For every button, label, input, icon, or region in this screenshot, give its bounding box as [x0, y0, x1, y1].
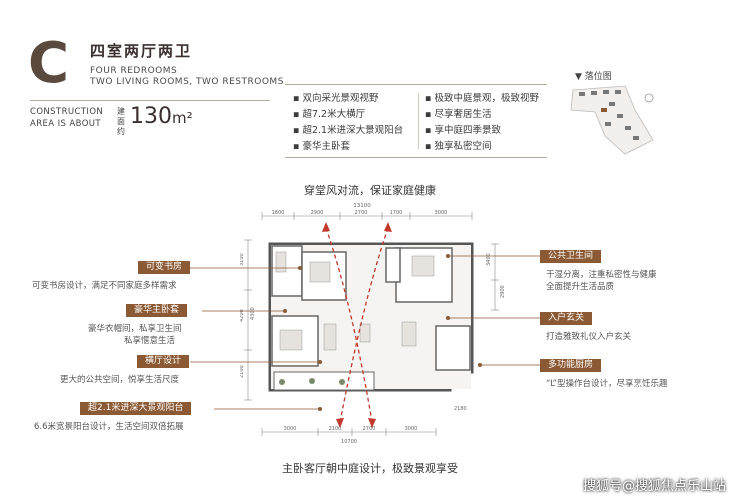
bed-2 [411, 255, 435, 277]
dim-top-3: 2700 [355, 210, 368, 216]
watermark: 搜狐号@搜狐焦点乐山站 [582, 479, 726, 494]
dim-bottom-4: 3000 [405, 426, 418, 432]
desc-balcony: 6.6米宽景阳台设计，生活空间双倍拓展 [34, 422, 184, 432]
feature-right-4: ▪ 独享私密空间 [425, 141, 492, 152]
airflow-arrowheads [322, 222, 392, 428]
public-bathroom [385, 247, 401, 283]
floor-plan: 13100 1800 2900 2700 1700 3000 3000 2100… [240, 203, 506, 445]
top-dimension-line [261, 212, 473, 220]
headline-ventilation: 穿堂风对流，保证家庭健康 [304, 184, 436, 197]
feature-left-3: ▪ 超2.1米进深大景观阳台 [293, 125, 404, 136]
dim-bottom-total: 10700 [341, 439, 357, 445]
bed-1 [309, 261, 331, 283]
feature-right-2: ▪ 尽享奢居生活 [425, 109, 492, 120]
dim-right-2: 2900 [500, 285, 506, 298]
desc-foyer: 打造雅致礼仪入户玄关 [546, 332, 632, 342]
construction-area-label: CONSTRUCTION AREA IS ABOUT [30, 106, 103, 130]
dim-top-5: 3000 [435, 210, 448, 216]
study-desk [275, 251, 287, 273]
dim-left-4: 4300 [250, 307, 256, 320]
feature-list: ▪ 双向采光景观视野 ▪ 超7.2米大横厅 ▪ 超2.1米进深大景观阳台 ▪ 豪… [285, 84, 547, 158]
feature-divider [418, 93, 419, 149]
dim-bottom-3: 2700 [363, 426, 376, 432]
area-value: 130m² [130, 104, 193, 129]
key-plan-map [570, 85, 654, 155]
feature-left-2: ▪ 超7.2米大横厅 [293, 109, 366, 120]
kitchen [435, 325, 471, 371]
tag-master-suite: 豪华主卧套 [126, 304, 188, 317]
dim-bottom-2: 2100 [329, 426, 342, 432]
desc-study: 可变书房设计，满足不同家庭多样需求 [32, 281, 177, 291]
headline-view: 主卧客厅朝中庭设计，极致景观享受 [282, 462, 458, 475]
feature-right-1: ▪ 极致中庭景观，极致视野 [425, 93, 539, 104]
plan-subtitle-line1: FOUR REDROOMS [90, 66, 178, 76]
plan-title: 四室两厅两卫 [90, 42, 193, 60]
plan-type-letter: C [28, 31, 70, 96]
dim-top-4: 1700 [390, 210, 403, 216]
dim-right-1: 3400 [486, 253, 492, 266]
dim-top-1: 1800 [272, 210, 285, 216]
dining-table [401, 321, 417, 347]
desc-kitchen: “L”型操作台设计，尽享烹饪乐趣 [546, 379, 668, 389]
bed-master [279, 329, 303, 351]
header-divider [30, 100, 270, 101]
dim-bottom-1: 3000 [284, 426, 297, 432]
bottom-dimension-line [261, 428, 437, 436]
desc-bathroom-1: 干湿分离，注重私密性与健康 [546, 270, 657, 280]
tag-balcony: 超2.1米进深大景观阳台 [80, 402, 192, 415]
tag-study: 可变书房 [138, 261, 191, 274]
balcony [273, 371, 375, 391]
dim-balcony: 2180 [454, 406, 467, 412]
left-dimension-line [244, 239, 252, 401]
right-dimension-line [491, 243, 499, 311]
dim-top-total: 13100 [353, 203, 371, 209]
dim-left-2: 4200 [240, 309, 245, 322]
key-plan-label: ▼ 落位图 [575, 72, 612, 82]
plan-subtitle-line2: TWO LIVING ROOMS, TWO RESTROOMS [90, 77, 284, 87]
furniture [275, 251, 435, 351]
desc-bathroom-2: 全面提升生活品质 [546, 282, 615, 292]
area-number: 130 [130, 104, 172, 129]
tv-cabinet [359, 323, 371, 343]
feature-right-3: ▪ 享中庭四季景致 [425, 125, 501, 136]
desc-master-2: 私享惬意生活 [124, 336, 176, 346]
sofa [323, 323, 337, 351]
tag-entry-foyer: 入户玄关 [540, 312, 593, 325]
area-cn-label: 建面约 [117, 107, 125, 136]
dim-top-2: 2900 [311, 210, 324, 216]
feature-left-1: ▪ 双向采光景观视野 [293, 93, 379, 104]
airflow-arrows [325, 227, 389, 423]
tag-public-bathroom: 公共卫生间 [540, 250, 602, 263]
area-unit: m² [172, 109, 193, 127]
tag-living-hall: 横厅设计 [137, 355, 190, 368]
desc-living-hall: 更大的公共空间，悦享生活尺度 [60, 375, 180, 385]
dim-left-1: 3100 [240, 253, 245, 266]
construction-line2: AREA IS ABOUT [30, 119, 102, 129]
dim-left-3: 2100 [240, 365, 245, 378]
construction-line1: CONSTRUCTION [30, 107, 104, 117]
plants [279, 378, 345, 385]
desc-master-1: 豪华衣帽间，私享卫生间 [88, 324, 182, 334]
feature-left-4: ▪ 豪华主卧套 [293, 141, 350, 152]
tag-kitchen: 多功能厨房 [540, 359, 602, 372]
